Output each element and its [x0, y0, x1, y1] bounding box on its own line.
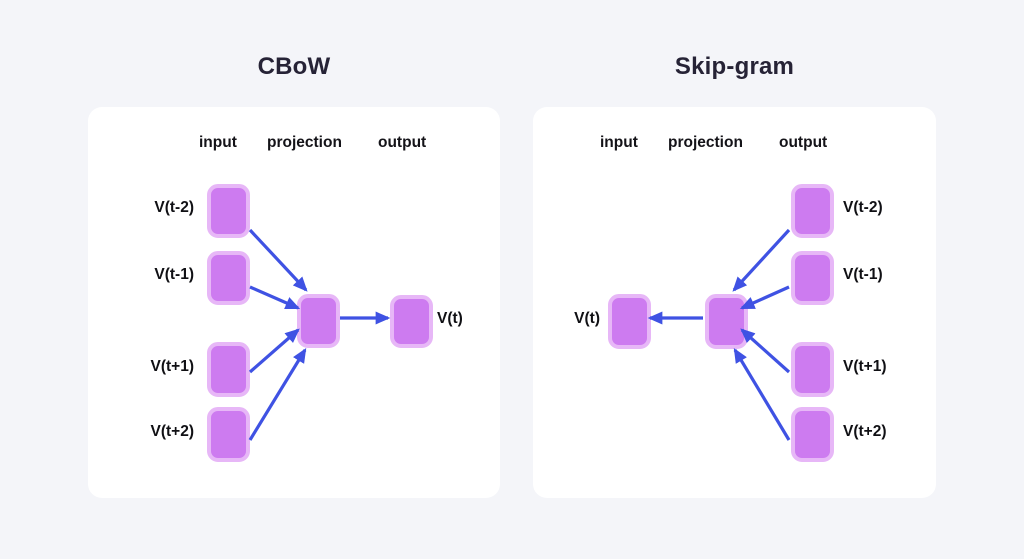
label-skipgram-context-2: V(t-1)	[843, 266, 883, 283]
column-header-skipgram-projection: projection	[668, 134, 743, 151]
node-skipgram-output-3[interactable]	[791, 342, 834, 397]
node-skipgram-projection[interactable]	[705, 294, 748, 349]
node-skipgram-input[interactable]	[608, 294, 651, 349]
node-skipgram-output-1[interactable]	[791, 184, 834, 238]
panel-title-skipgram: Skip-gram	[674, 53, 795, 80]
node-cbow-input-1[interactable]	[207, 184, 250, 238]
label-cbow-context-4: V(t+2)	[150, 423, 195, 440]
label-skipgram-target: V(t)	[574, 310, 600, 327]
node-skipgram-output-2[interactable]	[791, 251, 834, 305]
column-header-cbow-output: output	[378, 134, 427, 151]
column-header-skipgram-input: input	[600, 134, 638, 151]
panel-title-cbow: CBoW	[257, 53, 331, 80]
column-header-cbow-projection: projection	[267, 134, 342, 151]
label-cbow-context-1: V(t-2)	[154, 199, 194, 216]
label-cbow-target: V(t)	[437, 310, 463, 327]
node-cbow-output[interactable]	[390, 295, 433, 348]
node-cbow-input-2[interactable]	[207, 251, 250, 305]
column-header-skipgram-output: output	[779, 134, 828, 151]
node-cbow-input-4[interactable]	[207, 407, 250, 462]
node-cbow-projection[interactable]	[297, 294, 340, 348]
label-skipgram-context-3: V(t+1)	[843, 358, 887, 375]
label-skipgram-context-4: V(t+2)	[843, 423, 887, 440]
node-cbow-input-3[interactable]	[207, 342, 250, 397]
label-cbow-context-3: V(t+1)	[150, 358, 195, 375]
label-cbow-context-2: V(t-1)	[154, 266, 194, 283]
column-header-cbow-input: input	[199, 134, 237, 151]
label-skipgram-context-1: V(t-2)	[843, 199, 883, 216]
node-skipgram-output-4[interactable]	[791, 407, 834, 462]
